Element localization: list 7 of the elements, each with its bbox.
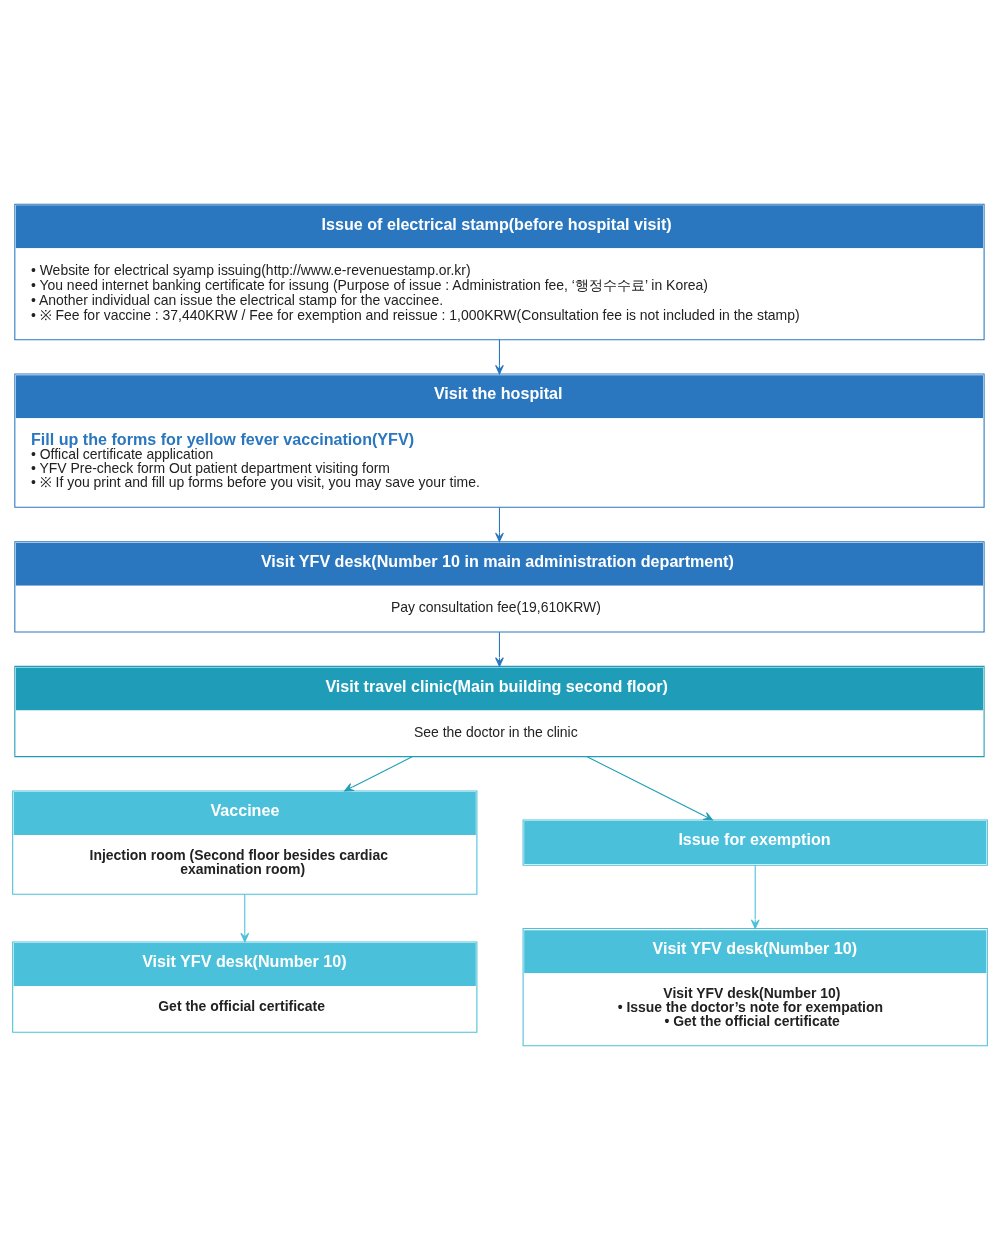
arrow xyxy=(586,756,714,821)
arrow xyxy=(240,893,250,943)
arrow xyxy=(495,506,504,543)
arrow xyxy=(750,864,760,930)
arrow xyxy=(495,631,504,667)
arrow xyxy=(495,339,504,375)
arrow xyxy=(344,756,413,792)
